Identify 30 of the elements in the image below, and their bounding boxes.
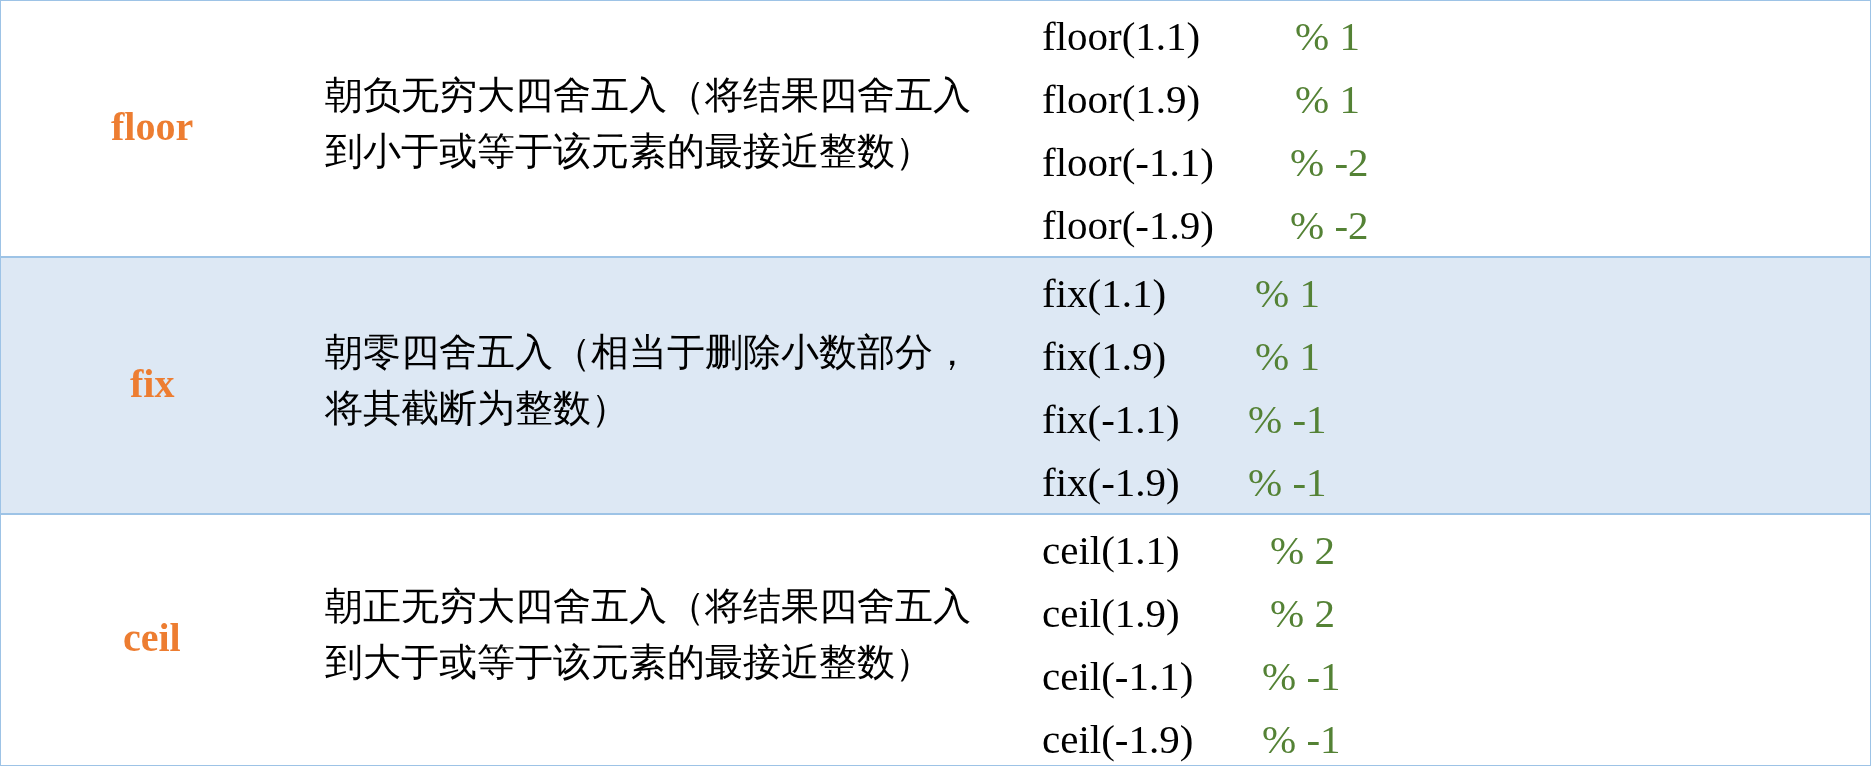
code-text: floor(-1.9) (1042, 205, 1214, 246)
comment-text: % -1 (1248, 399, 1327, 440)
code-text: ceil(1.1) (1042, 530, 1180, 571)
description-text: 朝零四舍五入（相当于删除小数部分，将其截断为整数） (325, 329, 972, 431)
function-name: fix (130, 363, 175, 404)
code-text: ceil(-1.9) (1042, 719, 1194, 760)
comment-text: % 1 (1255, 273, 1320, 314)
code-text: fix(-1.1) (1042, 399, 1180, 440)
code-text: fix(-1.9) (1042, 462, 1180, 503)
comment-text: % -1 (1248, 462, 1327, 503)
comment-text: % -1 (1262, 719, 1341, 760)
comment-text: % 1 (1295, 16, 1360, 57)
comment-text: % -2 (1290, 142, 1369, 183)
comment-text: % 2 (1270, 530, 1335, 571)
comment-text: % 2 (1270, 593, 1335, 634)
comment-text: % -2 (1290, 205, 1369, 246)
code-text: fix(1.1) (1042, 273, 1167, 314)
comment-text: % -1 (1262, 656, 1341, 697)
code-text: ceil(-1.1) (1042, 656, 1194, 697)
code-text: floor(-1.1) (1042, 142, 1214, 183)
code-text: floor(1.9) (1042, 79, 1201, 120)
function-name: ceil (123, 618, 181, 658)
code-text: fix(1.9) (1042, 336, 1167, 377)
description-text: 朝负无穷大四舍五入（将结果四舍五入到小于或等于该元素的最接近整数） (325, 72, 972, 174)
code-text: floor(1.1) (1042, 16, 1201, 57)
description-text: 朝正无穷大四舍五入（将结果四舍五入到大于或等于该元素的最接近整数） (325, 584, 972, 685)
code-text: ceil(1.9) (1042, 593, 1180, 634)
comment-text: % 1 (1255, 336, 1320, 377)
comment-text: % 1 (1295, 79, 1360, 120)
function-name: floor (111, 106, 194, 147)
